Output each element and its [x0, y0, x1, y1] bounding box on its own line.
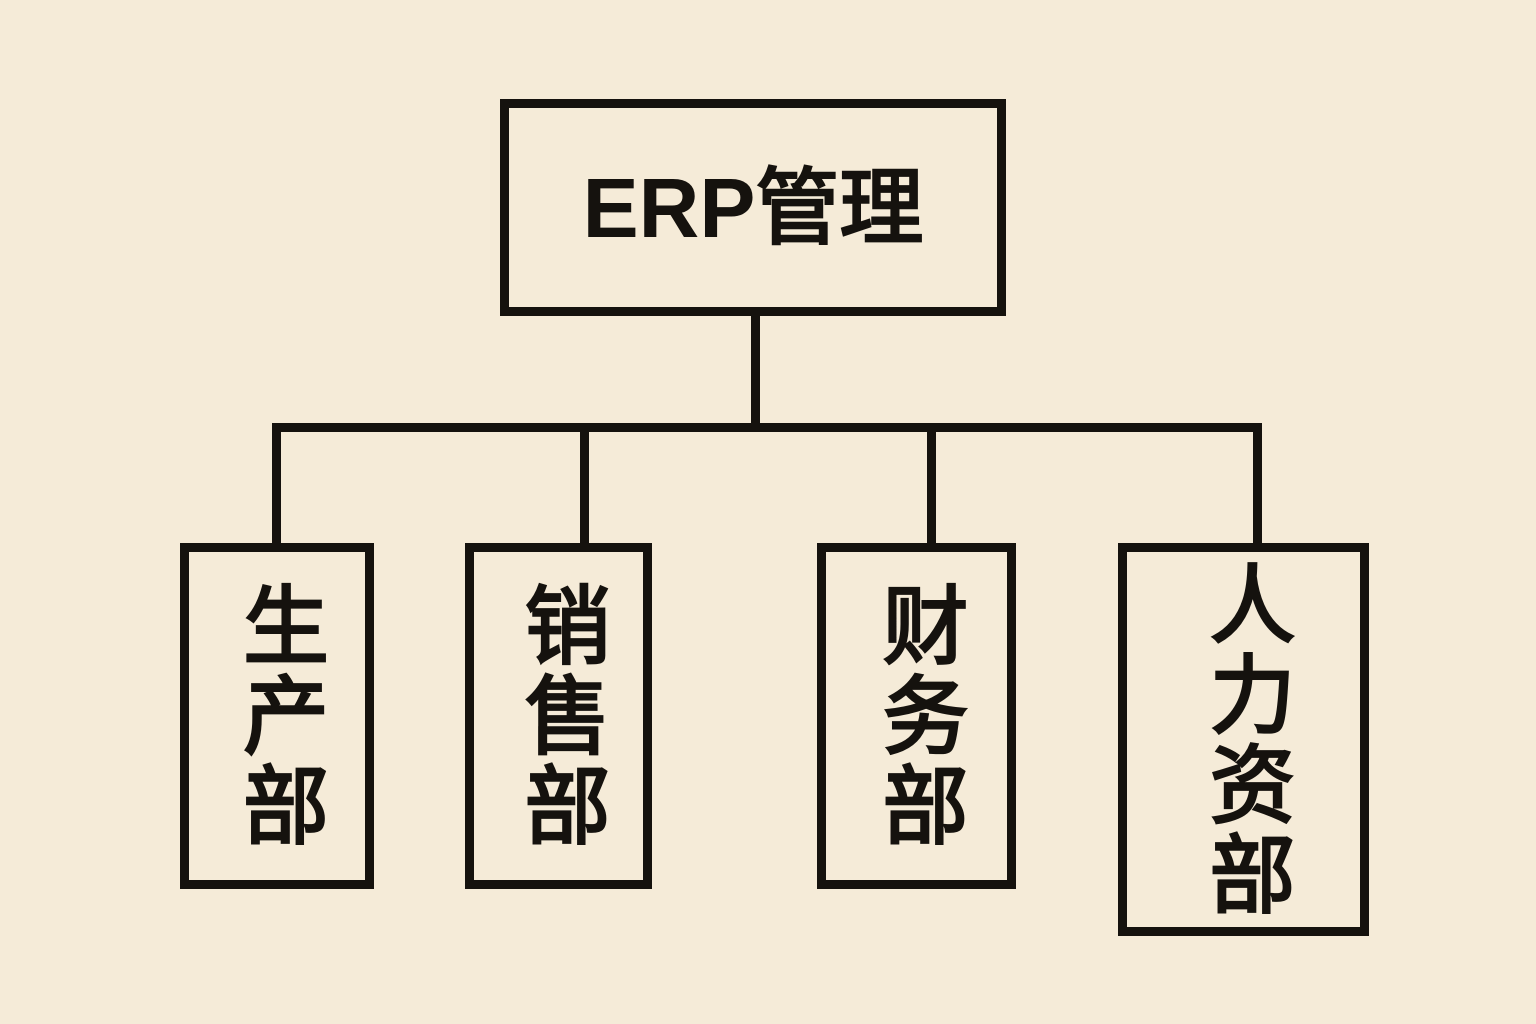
connector-drop-human-resources: [1253, 423, 1262, 547]
connector-drop-production: [272, 423, 281, 547]
node-root-label: ERP管理: [582, 160, 924, 255]
connector-drop-sales: [580, 423, 589, 547]
node-root-erp-management[interactable]: ERP管理: [500, 99, 1006, 316]
node-child-finance[interactable]: 财务部: [817, 543, 1016, 889]
node-child-human-resources[interactable]: 人力资部: [1118, 543, 1369, 936]
node-child-sales[interactable]: 销售部: [465, 543, 652, 889]
connector-horizontal-bus: [280, 423, 1262, 432]
connector-drop-finance: [927, 423, 936, 547]
node-child-sales-label: 销售部: [510, 581, 607, 851]
connector-root-stem: [751, 315, 760, 432]
node-child-finance-label: 财务部: [868, 581, 965, 851]
node-child-human-resources-label: 人力资部: [1195, 559, 1292, 920]
node-child-production[interactable]: 生产部: [180, 543, 374, 889]
node-child-production-label: 生产部: [229, 581, 326, 851]
